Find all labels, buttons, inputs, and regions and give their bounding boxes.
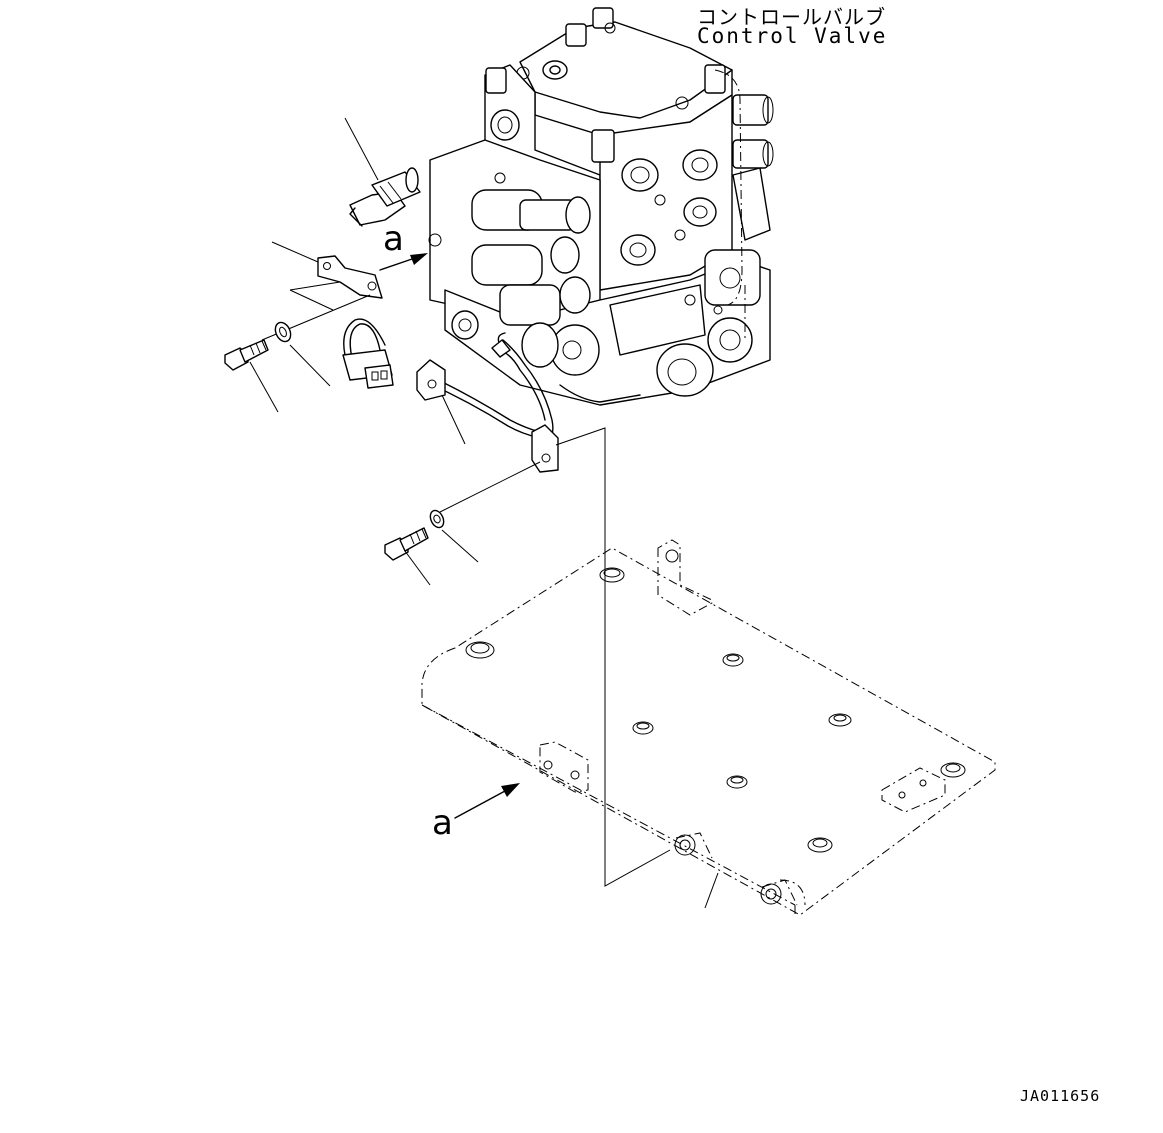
washer-lower bbox=[429, 509, 445, 529]
mounting-plate bbox=[421, 539, 996, 916]
title-english: Control Valve bbox=[697, 24, 888, 48]
control-valve bbox=[428, 7, 774, 406]
reference-letter-top: a bbox=[383, 219, 404, 259]
bracket-clip-upper bbox=[317, 255, 383, 299]
leader-line bbox=[344, 117, 379, 181]
drawing-number: JA011656 bbox=[1020, 1087, 1101, 1105]
alignment-line bbox=[555, 427, 671, 887]
title-japanese: コントロールバルブ bbox=[697, 5, 886, 29]
phantom-line bbox=[714, 69, 743, 306]
bolt-lower bbox=[384, 527, 429, 561]
pressure-sensor bbox=[349, 167, 421, 227]
wire-harness bbox=[342, 318, 559, 473]
bolt-upper bbox=[224, 339, 269, 371]
washer-upper bbox=[274, 321, 292, 343]
reference-letter-bottom: a bbox=[432, 803, 453, 843]
